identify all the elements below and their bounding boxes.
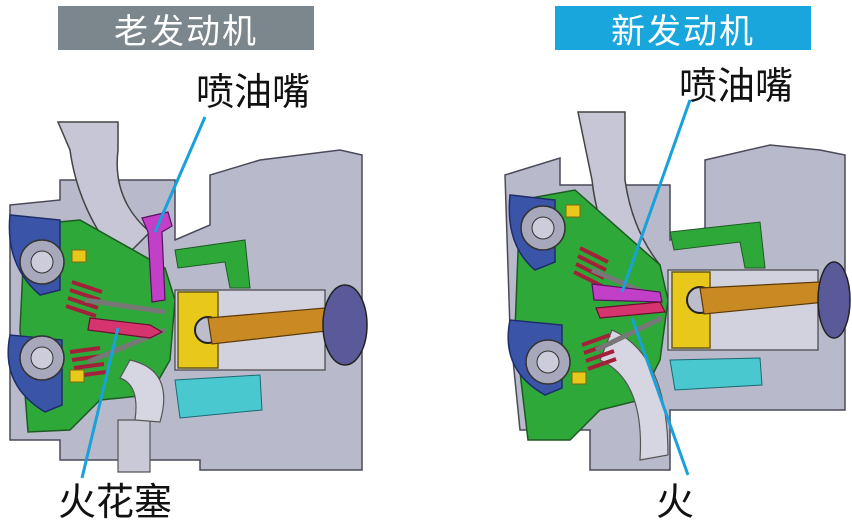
old-injector-leader <box>153 116 207 233</box>
old-engine-title: 老发动机 <box>58 6 314 52</box>
old-injector-label: 喷油嘴 <box>196 70 311 114</box>
new-valve-spring-upper <box>573 246 609 288</box>
old-spark-plug-leader <box>80 327 120 479</box>
old-crankshaft <box>322 284 368 366</box>
new-camshaft-bottom-hub <box>536 350 560 374</box>
new-injector <box>591 283 663 303</box>
new-crankshaft <box>817 261 851 339</box>
old-exhaust-pipe <box>117 419 151 473</box>
new-exhaust-valve <box>594 315 664 353</box>
new-spark-plug <box>595 301 666 319</box>
new-lifter-top <box>565 204 581 218</box>
new-exhaust-pipe <box>599 329 669 461</box>
new-spark-plug-label: 火 <box>656 480 695 524</box>
new-engine-title: 新发动机 <box>555 6 811 52</box>
old-spark-plug <box>87 317 164 339</box>
old-spark-plug-label: 火花塞 <box>58 480 173 524</box>
old-injector <box>141 211 173 303</box>
old-intake-valve <box>84 297 166 315</box>
new-block-green <box>669 221 766 269</box>
old-camshaft-top-hub <box>30 250 54 274</box>
new-lifter-bottom <box>571 371 587 385</box>
old-lifter-bottom <box>69 369 85 383</box>
new-water-jacket <box>669 357 763 391</box>
new-spark-plug-leader <box>630 317 690 476</box>
old-water-jacket <box>174 374 263 419</box>
new-injector-leader <box>620 99 692 293</box>
old-engine-illustration <box>7 121 368 473</box>
new-camshaft-top-hub <box>531 216 555 240</box>
new-injector-label: 喷油嘴 <box>679 64 794 108</box>
old-block-green <box>174 239 251 289</box>
old-exhaust-bend <box>119 359 165 423</box>
old-lifter-top <box>71 249 87 263</box>
old-camshaft-bottom-hub <box>30 346 54 370</box>
old-valve-spring-upper <box>65 280 103 318</box>
new-engine-illustration <box>504 111 851 471</box>
